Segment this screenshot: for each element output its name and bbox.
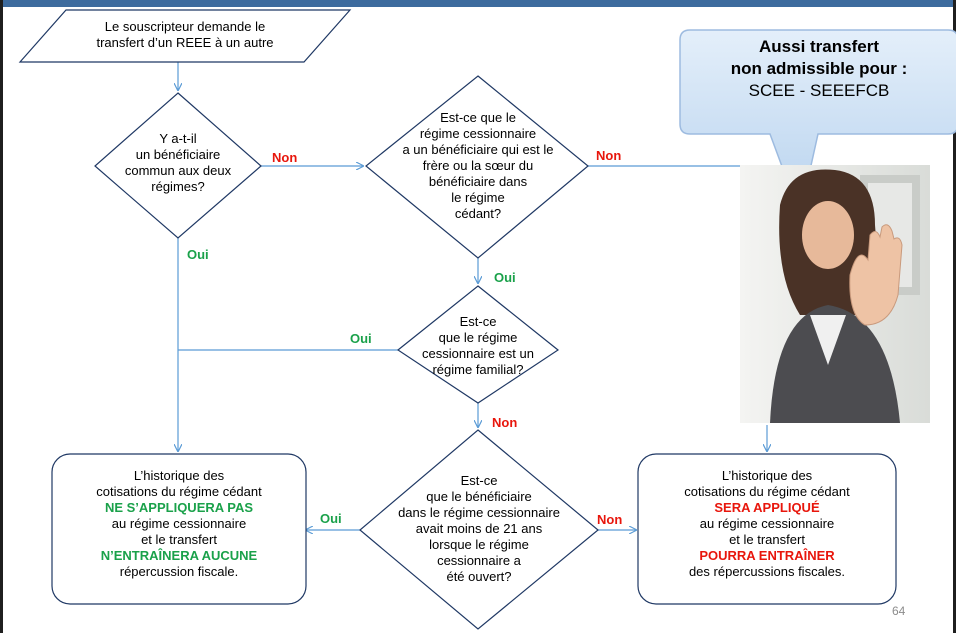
result-right-text: L’historique des cotisations du régime c… — [638, 468, 896, 580]
decision-2-text: Est-ce que le régime cessionnaire a un b… — [368, 110, 588, 222]
decision-1-line-1: Y a-t-il — [159, 131, 197, 146]
label-oui-d1: Oui — [187, 247, 209, 262]
slide-right-border — [953, 0, 956, 633]
result-left-line-5: répercussion fiscale. — [119, 564, 239, 579]
label-non-d3: Non — [492, 415, 518, 430]
result-left-line-3: au régime cessionnaire — [111, 516, 247, 531]
decision-4-line-3: dans le régime cessionnaire — [398, 505, 560, 520]
decision-2-line-5: bénéficiaire dans — [428, 174, 528, 189]
label-oui-d2: Oui — [494, 270, 516, 285]
label-oui-d4: Oui — [320, 511, 342, 526]
decision-2-line-3: a un bénéficiaire qui est le — [402, 142, 554, 157]
decision-1-line-2: un bénéficiaire — [135, 147, 221, 162]
decision-3-line-4: régime familial? — [432, 362, 524, 377]
result-left-line-2: cotisations du régime cédant — [96, 484, 262, 499]
label-non-d4: Non — [597, 512, 623, 527]
result-right-highlight-2: POURRA ENTRAÎNER — [699, 548, 835, 563]
result-right-line-2: cotisations du régime cédant — [684, 484, 850, 499]
decision-1-line-4: régimes? — [151, 179, 205, 194]
start-text: Le souscripteur demande le transfert d’u… — [20, 19, 350, 51]
callout-text: Aussi transfert non admissible pour : SC… — [684, 36, 954, 102]
decision-2-line-4: frère ou la sœur du — [422, 158, 534, 173]
callout-line-2: non admissible pour : — [730, 59, 908, 78]
label-non-d2: Non — [596, 148, 622, 163]
callout-line-1: Aussi transfert — [759, 37, 879, 56]
result-box-right — [637, 453, 897, 605]
page-number: 64 — [892, 604, 906, 618]
start-line-2: transfert d’un REEE à un autre — [96, 35, 274, 50]
label-oui-d3: Oui — [350, 331, 372, 346]
decision-4-line-6: cessionnaire a — [437, 553, 521, 568]
decision-1-text: Y a-t-il un bénéficiaire commun aux deux… — [98, 131, 258, 195]
slide-top-bar — [0, 0, 956, 7]
label-non-d1: Non — [272, 150, 298, 165]
decision-2-line-1: Est-ce que le — [440, 110, 516, 125]
decision-4-line-1: Est-ce — [460, 473, 498, 488]
decision-3-text: Est-ce que le régime cessionnaire est un… — [398, 314, 558, 378]
callout-line-3: SCEE - SEEEFCB — [748, 81, 890, 100]
decision-diamond-3 — [396, 285, 560, 404]
decision-3-line-1: Est-ce — [459, 314, 497, 329]
result-box-left — [51, 453, 307, 605]
start-line-1: Le souscripteur demande le — [104, 19, 266, 34]
decision-2-line-2: régime cessionnaire — [419, 126, 537, 141]
result-right-line-5: des répercussions fiscales. — [688, 564, 846, 579]
decision-diamond-2 — [365, 75, 589, 259]
result-left-highlight-1: NE S’APPLIQUERA PAS — [104, 500, 254, 515]
decision-4-line-5: lorsque le régime — [429, 537, 529, 552]
decision-2-line-6: le régime — [451, 190, 505, 205]
decision-diamond-4 — [359, 429, 599, 630]
result-right-line-3: au régime cessionnaire — [699, 516, 835, 531]
decision-4-line-4: avait moins de 21 ans — [415, 521, 543, 536]
slide-left-border — [0, 0, 3, 633]
decision-4-text: Est-ce que le bénéficiaire dans le régim… — [363, 473, 595, 585]
decision-4-line-7: été ouvert? — [446, 569, 512, 584]
result-left-text: L’historique des cotisations du régime c… — [52, 468, 306, 580]
decision-1-line-3: commun aux deux — [124, 163, 232, 178]
result-right-highlight-1: SERA APPLIQUÉ — [714, 500, 820, 515]
decision-diamond-1 — [94, 92, 262, 239]
woman-stop-gesture-photo — [740, 165, 930, 423]
start-parallelogram — [18, 9, 352, 63]
result-left-highlight-2: N’ENTRAÎNERA AUCUNE — [100, 548, 258, 563]
decision-3-line-3: cessionnaire est un — [421, 346, 534, 361]
result-right-line-4: et le transfert — [729, 532, 805, 547]
decision-2-line-7: cédant? — [454, 206, 502, 221]
decision-4-line-2: que le bénéficiaire — [426, 489, 532, 504]
result-left-line-4: et le transfert — [141, 532, 217, 547]
decision-3-line-2: que le régime — [438, 330, 518, 345]
result-right-line-1: L’historique des — [721, 468, 813, 483]
result-left-line-1: L’historique des — [133, 468, 225, 483]
